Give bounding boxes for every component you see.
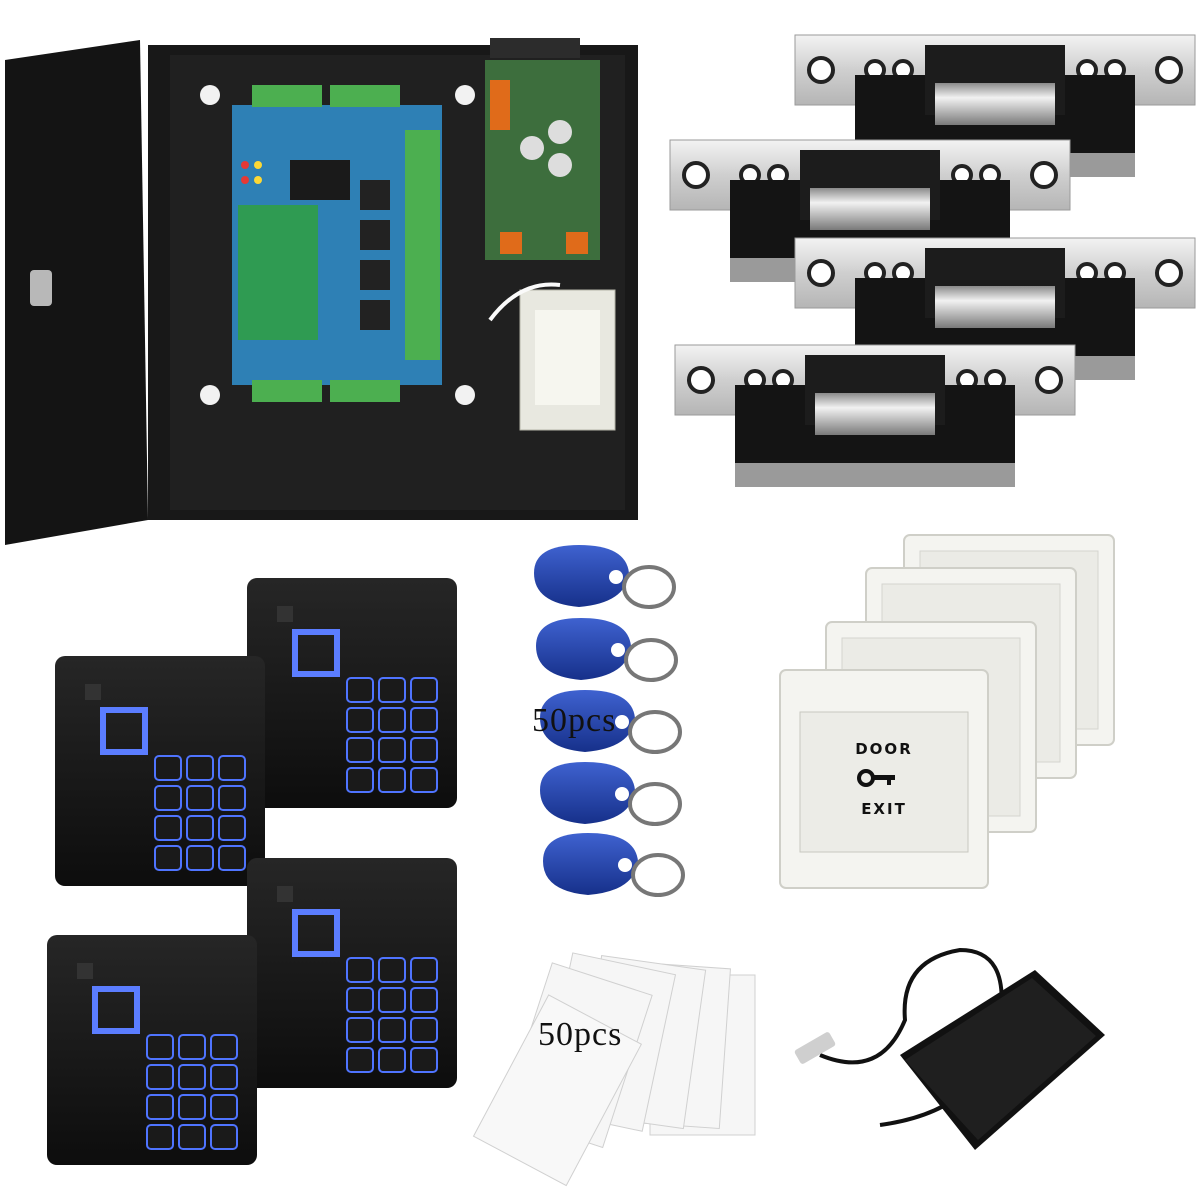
access-control-panel (5, 38, 638, 545)
exit-button-bottom-text: EXIT (861, 800, 907, 818)
usb-rfid-reader (794, 947, 1105, 1150)
cards-count-label: 50pcs (538, 1016, 623, 1053)
keypad-card-readers (47, 578, 457, 1165)
exit-button-top-text: DOOR (855, 740, 913, 758)
proximity-cards (472, 952, 756, 1187)
electric-strike-locks (668, 33, 1197, 489)
exit-buttons (779, 534, 1115, 889)
fobs-count-label: 50pcs (532, 702, 617, 739)
